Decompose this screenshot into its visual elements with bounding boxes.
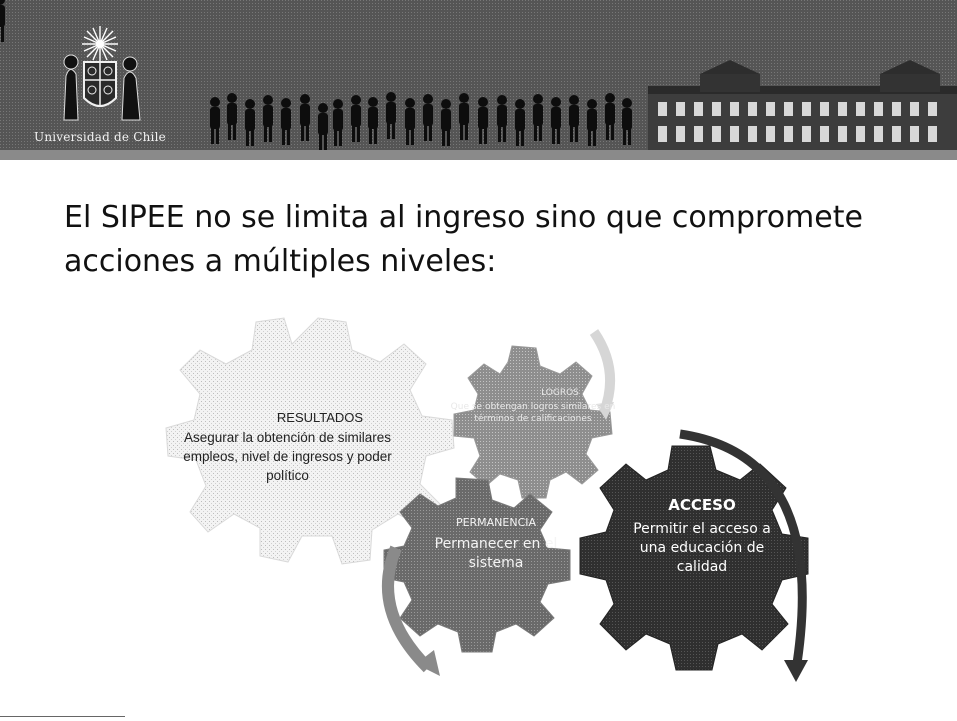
banner-graphic bbox=[0, 0, 957, 150]
resultados-gear bbox=[165, 317, 455, 565]
permanencia-title: PERMANENCIA bbox=[455, 516, 537, 529]
acceso-arrow-head bbox=[784, 660, 808, 682]
acceso-cycle-arrow bbox=[679, 429, 807, 671]
crowd-silhouettes bbox=[0, 0, 632, 150]
footer-rule bbox=[0, 716, 125, 717]
acceso-description: Permitir el acceso a una educación de ca… bbox=[633, 521, 771, 575]
permanencia-gear bbox=[383, 477, 571, 653]
university-name: Universidad de Chile bbox=[34, 130, 166, 144]
acceso-title: ACCESO bbox=[668, 496, 736, 514]
logros-description: Que se obtengan logros similares en térm… bbox=[450, 402, 616, 424]
permanencia-cycle-arrow bbox=[382, 545, 433, 673]
banner-divider bbox=[0, 150, 957, 160]
header-banner: Universidad de Chile bbox=[0, 0, 957, 150]
permanencia-arrow-head bbox=[416, 650, 440, 676]
university-logo bbox=[63, 26, 141, 121]
permanencia-description: Permanecer en el sistema bbox=[434, 536, 558, 571]
logros-title: LOGROS bbox=[541, 388, 579, 398]
slide-title: El SIPEE no se limita al ingreso sino qu… bbox=[64, 200, 863, 279]
university-building bbox=[648, 60, 957, 150]
logros-arrow-head bbox=[596, 402, 614, 420]
resultados-description: Asegurar la obtención de similares emple… bbox=[183, 430, 392, 483]
logros-cycle-arrow bbox=[589, 329, 616, 414]
logros-gear bbox=[453, 345, 613, 499]
resultados-title: RESULTADOS bbox=[276, 410, 364, 425]
